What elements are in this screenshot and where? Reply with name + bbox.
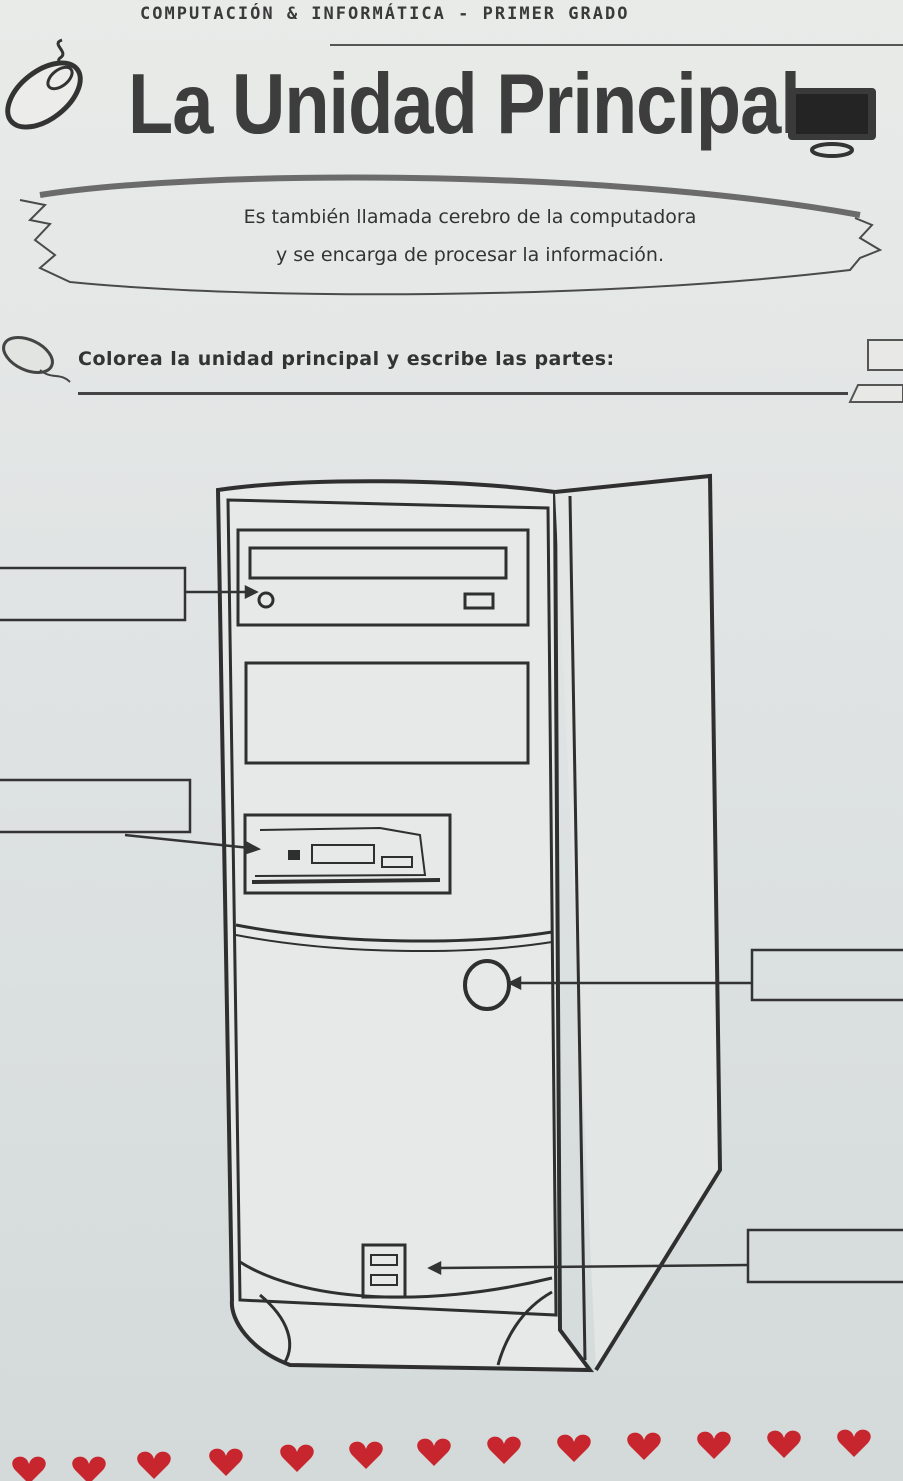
heart-border <box>12 1429 871 1481</box>
power-button-answer[interactable] <box>754 952 903 998</box>
header-rule <box>330 44 903 46</box>
header-subject: COMPUTACIÓN & INFORMÁTICA <box>140 4 446 24</box>
page-title: La Unidad Principal <box>128 56 801 152</box>
floppy-drive-answer[interactable] <box>0 782 188 830</box>
definition-line-2: y se encarga de procesar la información. <box>275 244 664 266</box>
heart-icon <box>209 1448 243 1476</box>
heart-icon <box>349 1441 383 1469</box>
header-separator: - <box>458 4 471 24</box>
definition-text: Es también llamada cerebro de la computa… <box>160 198 780 274</box>
heart-icon <box>697 1431 731 1459</box>
heart-icon <box>12 1456 46 1481</box>
instruction-underline <box>78 392 848 395</box>
header-subject-line: COMPUTACIÓN & INFORMÁTICA - PRIMER GRADO <box>140 4 903 24</box>
usb-ports-label-box <box>746 1228 903 1284</box>
heart-icon <box>557 1434 591 1462</box>
small-mouse-icon <box>2 336 71 383</box>
definition-cloud <box>19 174 883 296</box>
heart-icon <box>417 1438 451 1466</box>
computer-tower <box>215 473 723 1373</box>
monitor-icon <box>788 88 876 158</box>
heart-icon <box>72 1456 106 1481</box>
floppy-drive-label-box <box>0 778 192 834</box>
cd-drive-answer[interactable] <box>0 570 183 618</box>
mouse-icon <box>5 38 83 130</box>
cd-drive-label-box <box>0 566 187 622</box>
definition-line-1: Es también llamada cerebro de la computa… <box>243 206 697 228</box>
usb-ports-arrow <box>437 1263 749 1270</box>
heart-icon <box>767 1430 801 1458</box>
heart-icon <box>280 1444 314 1472</box>
usb-ports-answer[interactable] <box>750 1232 903 1280</box>
heart-icon <box>627 1432 661 1460</box>
heart-icon <box>837 1429 871 1457</box>
floppy-drive-arrow <box>124 833 251 850</box>
header-grade: PRIMER GRADO <box>482 4 630 24</box>
instruction-text: Colorea la unidad principal y escribe la… <box>78 348 615 370</box>
small-computer-icon <box>848 339 903 403</box>
heart-icon <box>137 1451 171 1479</box>
power-button-label-box <box>750 948 903 1002</box>
heart-icon <box>487 1436 521 1464</box>
